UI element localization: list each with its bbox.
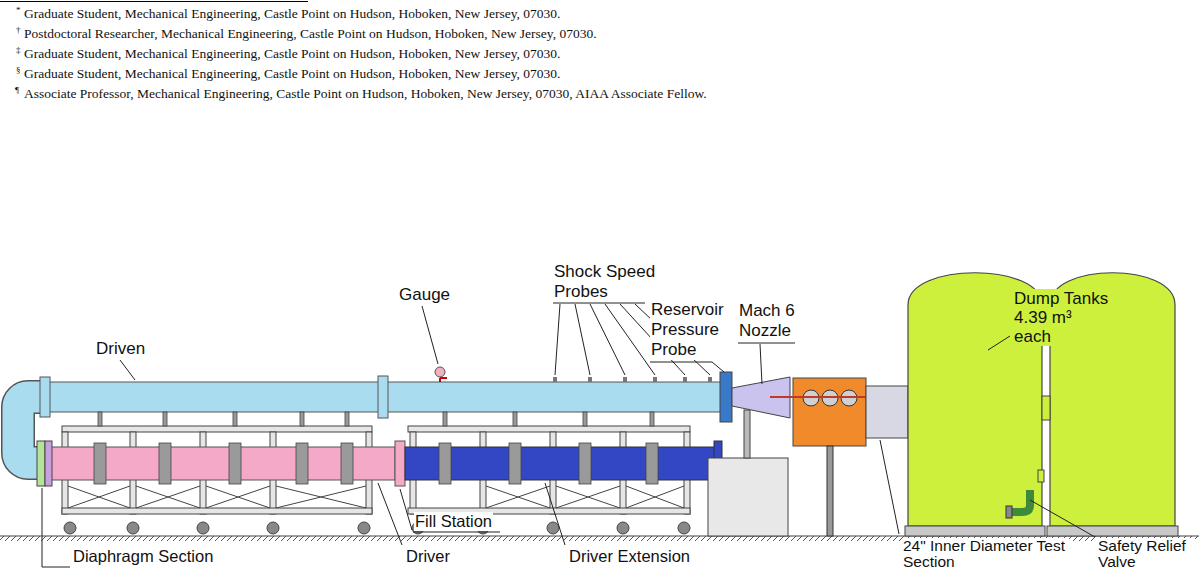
footnote-symbol: § [16, 64, 21, 76]
part-label: Mach 6 Nozzle [738, 301, 806, 341]
part-label: 4.39 m³ [1013, 308, 1073, 327]
flange [378, 376, 388, 418]
footnote-text: Graduate Student, Mechanical Engineering… [24, 66, 560, 82]
footnote-text: Associate Professor, Mechanical Engineer… [24, 86, 707, 102]
part-label: Safety Relief Valve [1097, 538, 1195, 570]
part-label: each [1013, 327, 1052, 346]
relief-valve [1006, 506, 1012, 518]
driver-extension-tube [405, 447, 717, 480]
flange [395, 441, 405, 486]
part-label: 24" Inner Diameter Test Section [902, 538, 1069, 570]
footnote-symbol: * [16, 4, 21, 16]
footnote-text: Graduate Student, Mechanical Engineering… [24, 6, 560, 22]
flange [40, 377, 50, 417]
footnote-text: Postdoctoral Researcher, Mechanical Engi… [24, 26, 597, 42]
part-label: Diaphragm Section [72, 547, 214, 566]
stand [708, 458, 788, 536]
leader-lines [42, 303, 1095, 567]
test-section-post [827, 446, 833, 536]
model-sting [770, 396, 880, 398]
part-label: Fill Station [414, 512, 493, 531]
pipe-support [94, 412, 658, 484]
part-label: Shock Speed Probes [553, 262, 667, 302]
part-label: Gauge [398, 285, 451, 305]
footnote-symbol: † [16, 24, 21, 36]
footnote-rule [0, 1, 308, 2]
part-label: Driver Extension [568, 547, 691, 566]
diffuser [866, 386, 908, 438]
diaphragm-flange [37, 441, 45, 486]
diaphragm-flange [45, 441, 52, 486]
tank-base [1047, 526, 1178, 536]
part-label: Driver [405, 547, 451, 566]
probe-symbol [553, 377, 712, 382]
flange [720, 372, 732, 422]
footnote-symbol: ¶ [15, 84, 19, 96]
part-label: Driven [95, 339, 146, 359]
tank-base [905, 526, 1045, 536]
stand-post [744, 410, 750, 458]
tank-connector [1042, 396, 1050, 420]
gauge-symbol [435, 367, 447, 382]
footnote-symbol: ‡ [16, 44, 21, 56]
footnote-text: Graduate Student, Mechanical Engineering… [24, 46, 560, 62]
part-label: Dump Tanks [1013, 289, 1109, 308]
test-section [793, 378, 866, 446]
part-label: Reservoir Pressure Probe [650, 300, 736, 360]
relief-valve [1012, 490, 1030, 512]
tank-port [1038, 470, 1044, 482]
